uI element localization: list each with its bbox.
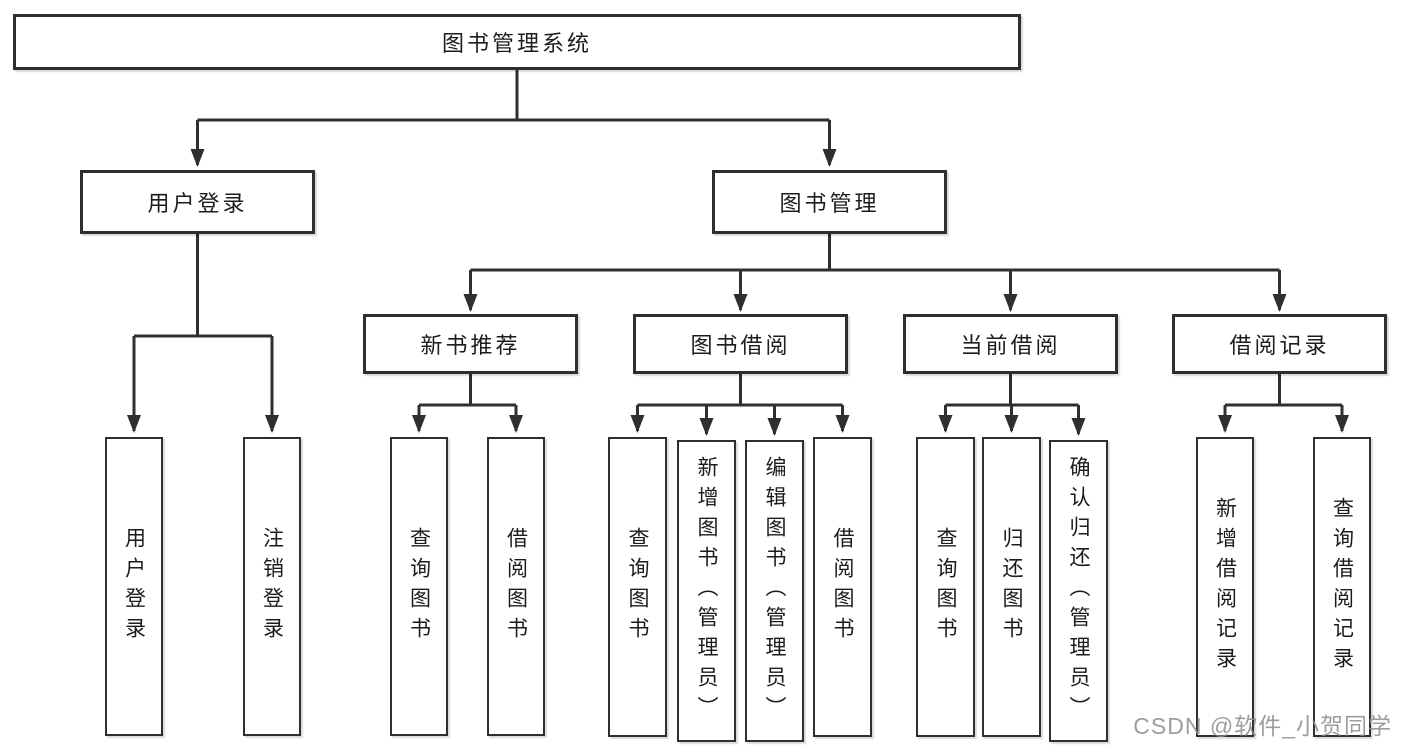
connector-root [190,70,837,167]
section-new-book-recommend-label: 新书推荐 [420,333,521,358]
section-borrow-records: 借阅记录 [1172,314,1387,374]
connector-line [197,70,830,122]
connector-line [637,374,843,407]
connector-line [1225,374,1342,407]
connector-user [127,234,279,433]
leaf-current-confirm-return-admin-label: 确认归还（管理员） [1067,456,1090,726]
connector-line [419,374,516,407]
leaf-current-return-book: 归还图书 [982,437,1041,737]
leaf-records-query-record: 查询借阅记录 [1313,437,1371,737]
leaf-borrow-edit-book-admin: 编辑图书（管理员） [745,440,804,742]
leaf-recommend-borrow-book-label: 借阅图书 [504,526,528,647]
node-root-label: 图书管理系统 [441,31,592,56]
leaf-user-login-label: 用户登录 [122,526,146,647]
node-user-login-label: 用户登录 [147,191,248,216]
node-book-management: 图书管理 [712,170,947,234]
leaf-logout-label: 注销登录 [260,526,284,647]
section-book-borrow: 图书借阅 [633,314,848,374]
connector-recommend [412,374,523,433]
connector-borrow [630,374,850,436]
leaf-recommend-query-book: 查询图书 [390,437,448,736]
leaf-current-return-book-label: 归还图书 [1000,527,1023,647]
connector-records [1218,374,1349,433]
leaf-user-login: 用户登录 [105,437,163,736]
section-current-borrow: 当前借阅 [903,314,1118,374]
leaf-borrow-add-book-admin: 新增图书（管理员） [677,440,736,742]
leaf-borrow-query-book-label: 查询图书 [626,527,649,647]
leaf-current-confirm-return-admin: 确认归还（管理员） [1049,440,1108,742]
leaf-borrow-borrow-book: 借阅图书 [813,437,872,737]
node-user-login: 用户登录 [80,170,315,234]
section-new-book-recommend: 新书推荐 [363,314,578,374]
connector-mgmt [463,234,1287,312]
leaf-logout: 注销登录 [243,437,301,736]
leaf-recommend-borrow-book: 借阅图书 [487,437,545,736]
node-book-management-label: 图书管理 [779,191,880,216]
leaf-borrow-query-book: 查询图书 [608,437,667,737]
leaf-records-add-record-label: 新增借阅记录 [1213,497,1237,677]
leaf-current-query-book: 查询图书 [916,437,975,737]
leaf-current-query-book-label: 查询图书 [934,527,957,647]
connector-current [938,374,1086,436]
leaf-recommend-query-book-label: 查询图书 [407,526,431,647]
connector-line [134,234,272,338]
watermark: CSDN @软件_小贺同学 [1133,713,1392,739]
leaf-borrow-edit-book-admin-label: 编辑图书（管理员） [763,456,786,726]
section-current-borrow-label: 当前借阅 [960,333,1061,358]
connector-line [470,234,1280,272]
leaf-borrow-borrow-book-label: 借阅图书 [831,527,854,647]
section-borrow-records-label: 借阅记录 [1229,333,1330,358]
section-book-borrow-label: 图书借阅 [690,333,791,358]
leaf-records-add-record: 新增借阅记录 [1196,437,1254,737]
leaf-borrow-add-book-admin-label: 新增图书（管理员） [695,456,718,726]
node-root: 图书管理系统 [13,14,1021,70]
leaf-records-query-record-label: 查询借阅记录 [1330,497,1354,677]
connector-line [945,374,1079,407]
